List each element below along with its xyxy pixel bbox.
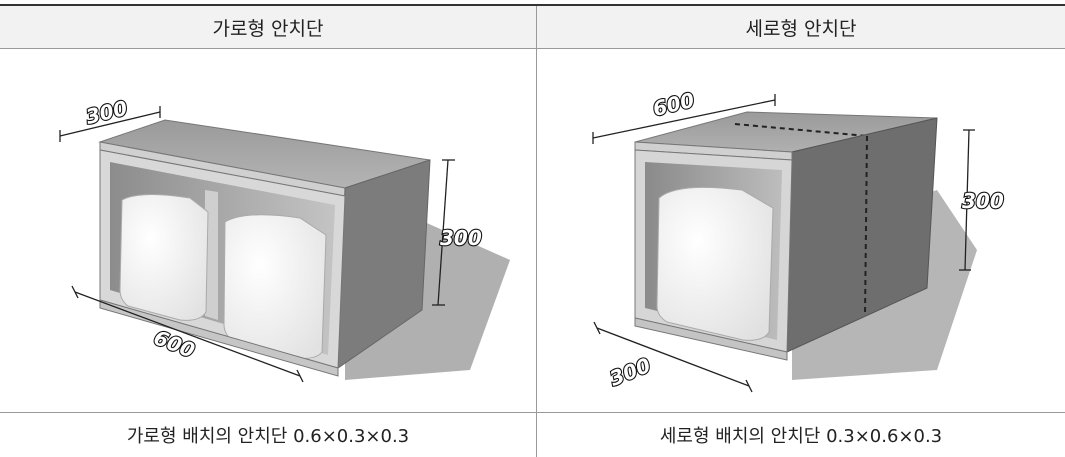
dashed-divide-side <box>864 135 868 317</box>
vertical-unit-illustration: 600 300 300 <box>537 50 1065 412</box>
dim-label-height: 300 <box>440 226 482 250</box>
dim-line-height <box>964 129 970 271</box>
comparison-table: 가로형 안치단 세로형 안치단 <box>0 4 1065 457</box>
dim-line-width <box>596 327 750 387</box>
dim-line-depth <box>59 111 161 137</box>
dashed-divide-top <box>734 123 868 137</box>
dim-tick <box>745 379 753 393</box>
cube <box>656 186 774 341</box>
dim-line-depth <box>592 99 776 139</box>
caption-horizontal-unit: 가로형 배치의 안치단 0.6×0.3×0.3 <box>126 426 410 447</box>
column-divider <box>536 6 537 457</box>
dim-tick <box>296 369 304 383</box>
bottom-edge <box>99 299 339 377</box>
horizontal-unit-drawing: 300 300 600 <box>59 95 510 383</box>
header-vertical-unit: 세로형 안치단 <box>537 6 1065 49</box>
horizontal-unit-illustration: 300 300 600 <box>0 50 536 412</box>
dim-tick <box>593 321 601 335</box>
dim-line-height <box>437 159 449 306</box>
vertical-unit-drawing: 600 300 300 <box>592 87 1005 393</box>
dim-line-width <box>74 291 301 377</box>
caption-separator <box>0 412 1065 413</box>
caption-vertical-unit: 세로형 배치의 안치단 0.3×0.6×0.3 <box>659 426 943 447</box>
dim-label-depth: 600 <box>650 88 696 121</box>
cube-left <box>119 193 209 321</box>
dim-tick <box>71 285 79 299</box>
dim-label-depth: 300 <box>83 96 129 129</box>
dim-label-height: 300 <box>962 189 1004 213</box>
dim-label-width: 300 <box>606 353 654 391</box>
cube-right <box>223 214 327 359</box>
bottom-edge <box>634 317 788 361</box>
header-horizontal-unit: 가로형 안치단 <box>0 6 536 49</box>
